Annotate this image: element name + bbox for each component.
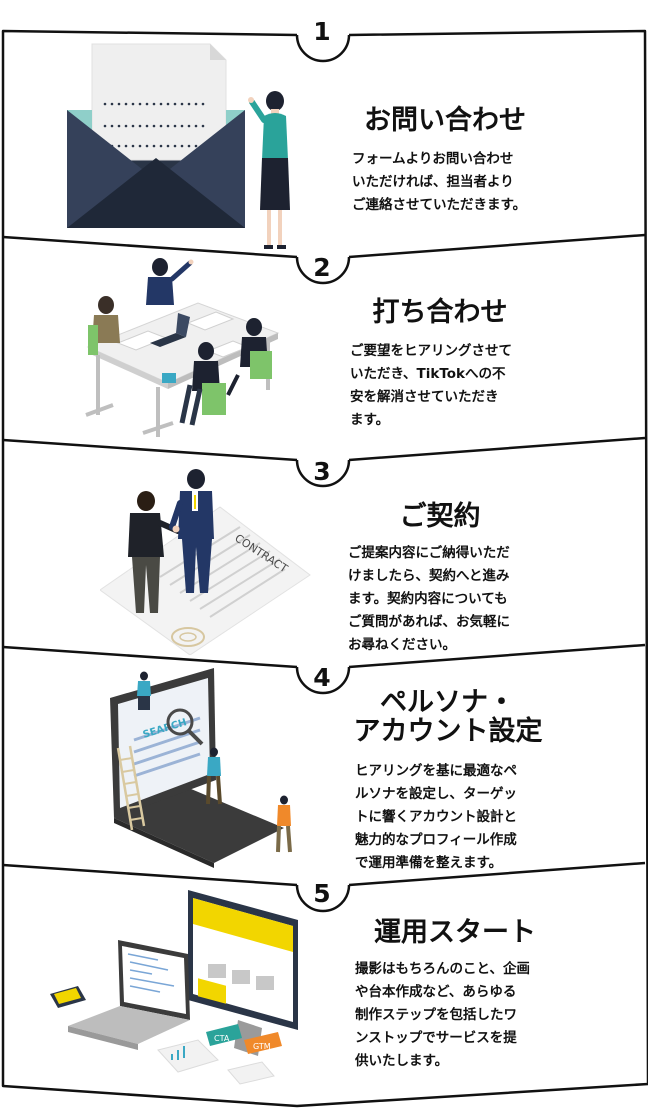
step-5-description: 撮影はもちろんのこと、企画 や台本作成など、あらゆる 制作ステップを包括したワ …	[355, 961, 530, 1069]
divider-4	[2, 861, 646, 887]
step-4-title-line-2: アカウント設定	[353, 716, 543, 747]
operation-start-illustration: CTA GTM	[50, 890, 298, 1085]
persona-search-illustration: SEARCH	[110, 668, 292, 868]
step-5-title: 運用スタート	[374, 917, 536, 948]
step-1-description: フォームよりお問い合わせ いただければ、担当者より ご連絡させていただきます。	[352, 151, 527, 213]
step-1-title: お問い合わせ	[364, 105, 526, 136]
step-1-number: 1	[313, 17, 331, 46]
step-3-description: ご提案内容にご納得いただ けましたら、契約へと進み ます。契約内容についても ご…	[348, 545, 510, 653]
step-3-number: 3	[313, 457, 331, 486]
divider-3	[2, 643, 646, 669]
step-5-number: 5	[313, 879, 331, 908]
outer-border	[1, 29, 648, 1108]
cta-tag: CTA	[214, 1034, 230, 1043]
notch-1	[295, 34, 351, 63]
step-4-description: ヒアリングを基に最適なペ ルソナを設定し、ターゲッ トに響くアカウント設計と 魅…	[355, 763, 517, 871]
step-2-number: 2	[313, 253, 331, 282]
step-2-description: ご要望をヒアリングさせて いただき、TikTokへの不 安を解消させていただき …	[350, 343, 512, 428]
step-4-number: 4	[313, 663, 331, 692]
divider-2	[2, 436, 646, 462]
meeting-illustration	[85, 258, 280, 437]
envelope-contact-illustration	[67, 43, 290, 249]
step-2-title: 打ち合わせ	[372, 297, 508, 328]
divider-1	[2, 233, 646, 259]
step-3-title: ご契約	[399, 501, 481, 532]
contract-handshake-illustration: CONTRACT	[100, 469, 311, 655]
gtm-tag: GTM	[253, 1042, 271, 1051]
step-4-title-line-1: ペルソナ・	[380, 687, 515, 718]
